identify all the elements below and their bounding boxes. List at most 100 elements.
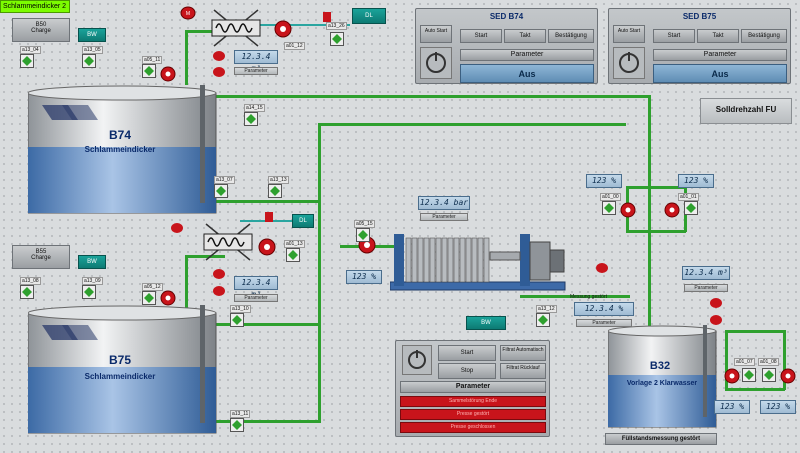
tank-b75[interactable]: [28, 305, 218, 435]
instrument-icon[interactable]: [20, 54, 34, 68]
tag-a13-11: a13_11: [230, 410, 251, 418]
tag-a13-12: a13_12: [536, 305, 557, 313]
charge-b55-button[interactable]: B55 Charge: [12, 245, 70, 269]
sed-b74-state: Aus: [460, 64, 594, 83]
instrument-icon[interactable]: [230, 313, 244, 327]
instrument-icon[interactable]: [214, 184, 228, 198]
heat-exchanger-b75[interactable]: [200, 222, 256, 262]
valve-b32-a[interactable]: [709, 297, 723, 309]
pipe-b74-top: [210, 95, 650, 98]
sed-b74-power-icon[interactable]: [420, 47, 452, 79]
tag-a01-00: a01_00: [600, 193, 621, 201]
instrument-icon[interactable]: [356, 228, 370, 242]
tag-a13-10: a13_10: [230, 305, 251, 313]
pipe-filtrat: [520, 295, 630, 298]
param-b74-button[interactable]: Parameter: [234, 67, 278, 75]
param-flow-button[interactable]: Parameter: [576, 319, 632, 327]
tag-a01-12: a01_12: [284, 42, 305, 50]
pipe-right-vertical: [648, 95, 651, 335]
dl-button-b75[interactable]: DL: [292, 214, 314, 228]
param-b32-button[interactable]: Parameter: [684, 284, 728, 292]
param-b75-button[interactable]: Parameter: [234, 294, 278, 302]
instrument-icon[interactable]: [762, 368, 776, 382]
param-pressure-button[interactable]: Parameter: [420, 213, 468, 221]
instrument-icon[interactable]: [742, 368, 756, 382]
sed-b75-takt-button[interactable]: Takt: [697, 29, 739, 43]
pump-right[interactable]: [664, 202, 680, 218]
tag-a01-07: a01_07: [734, 358, 755, 366]
sed-b74-parameter-button[interactable]: Parameter: [460, 49, 594, 61]
level-b74-value: 12.3.4 m³: [234, 50, 278, 73]
valve-b75-top[interactable]: [170, 222, 184, 234]
dl-button-b74[interactable]: DL: [352, 8, 386, 24]
instrument-icon[interactable]: [142, 291, 156, 305]
valve-b74-a[interactable]: [212, 50, 226, 62]
press-parameter-button[interactable]: Parameter: [400, 381, 546, 393]
pump-b75-top[interactable]: [258, 238, 276, 256]
pump-b74[interactable]: [160, 66, 176, 82]
instrument-icon[interactable]: [82, 54, 96, 68]
instrument-icon[interactable]: [268, 184, 282, 198]
sed-b75-parameter-button[interactable]: Parameter: [653, 49, 787, 61]
tag-a05-12: a05_12: [142, 283, 163, 291]
pipe-b32-loop-top: [725, 330, 785, 333]
instrument-icon[interactable]: [602, 201, 616, 215]
pump-left[interactable]: [620, 202, 636, 218]
pump-b75[interactable]: [160, 290, 176, 306]
press-stop-button[interactable]: Stop: [438, 363, 496, 379]
pipe-b75-feed: [185, 255, 188, 315]
sed-b75-panel: SED B75 Auto Start Start Takt Bestätigun…: [608, 8, 791, 84]
valve-dl-b74[interactable]: [322, 10, 332, 24]
instrument-icon[interactable]: [536, 313, 550, 327]
solldrehzahl-fu-button[interactable]: Solldrehzahl FU: [700, 98, 792, 124]
pipe-b74-feed: [185, 30, 188, 85]
tank-b74[interactable]: [28, 85, 218, 215]
window-title-tab[interactable]: Schlammeindicker 2: [0, 0, 70, 13]
instrument-icon[interactable]: [20, 285, 34, 299]
sed-b75-bestaetigung-button[interactable]: Bestätigung: [741, 29, 787, 43]
filtrat-ruecklauf-button[interactable]: Filtrat Rücklauf: [500, 363, 546, 379]
sed-b75-start-button[interactable]: Start: [653, 29, 695, 43]
sed-b74-title: SED B74: [489, 12, 524, 21]
charge-b50-button[interactable]: B50 Charge: [12, 18, 70, 42]
instrument-icon[interactable]: [82, 285, 96, 299]
valve-b75-b[interactable]: [212, 285, 226, 297]
instrument-icon[interactable]: [230, 418, 244, 432]
valve-b32-b[interactable]: [709, 314, 723, 326]
pump-b32-right[interactable]: [780, 368, 796, 384]
pump-b74-top[interactable]: [274, 20, 292, 38]
sed-b74-bestaetigung-button[interactable]: Bestätigung: [548, 29, 594, 43]
bw-button-press[interactable]: BW: [466, 316, 506, 330]
sed-b74-takt-button[interactable]: Takt: [504, 29, 546, 43]
pump-b32-left[interactable]: [724, 368, 740, 384]
press-start-button[interactable]: Start: [438, 345, 496, 361]
sed-b75-power-icon[interactable]: [613, 47, 645, 79]
instrument-icon[interactable]: [684, 201, 698, 215]
filtrat-automatisch-button[interactable]: Filtrat Automatisch: [500, 345, 546, 361]
pipe-b32-loop-left: [725, 330, 728, 390]
heat-exchanger-b74[interactable]: [208, 8, 264, 48]
sed-b75-auto-start-button[interactable]: Auto Start: [613, 25, 645, 43]
press-control-panel: Start Filtrat Automatisch Stop Filtrat R…: [395, 340, 550, 437]
valve-b74-b[interactable]: [212, 66, 226, 78]
tag-a13-05: a13_05: [82, 46, 103, 54]
pipe-valve-bottom: [626, 230, 686, 233]
filter-press[interactable]: [390, 228, 570, 296]
press-percent-value: 123 %: [346, 270, 382, 284]
press-power-icon[interactable]: [402, 345, 432, 375]
flow-percent-value: 12.3.4 %: [574, 302, 634, 316]
valve-press-right[interactable]: [595, 262, 609, 274]
valve-b75-a[interactable]: [212, 268, 226, 280]
sed-b74-start-button[interactable]: Start: [460, 29, 502, 43]
bw-button-b74[interactable]: BW: [78, 28, 106, 42]
sed-b74-auto-start-button[interactable]: Auto Start: [420, 25, 452, 43]
bw-button-b75[interactable]: BW: [78, 255, 106, 269]
instrument-icon[interactable]: [142, 64, 156, 78]
tank-b32[interactable]: [608, 325, 718, 430]
instrument-icon[interactable]: [330, 32, 344, 46]
tag-a13-26: a13_26: [326, 22, 347, 30]
valve-b74-top[interactable]: M: [180, 6, 196, 20]
instrument-icon[interactable]: [286, 248, 300, 262]
valve-dl-b75[interactable]: [264, 210, 274, 224]
instrument-icon[interactable]: [244, 112, 258, 126]
